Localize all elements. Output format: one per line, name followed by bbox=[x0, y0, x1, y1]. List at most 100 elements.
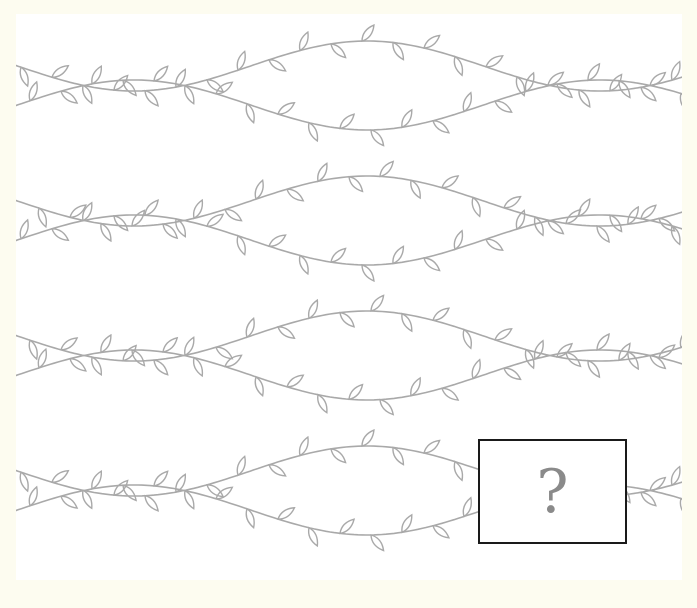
vine-stem bbox=[16, 175, 682, 227]
leaf-icon bbox=[423, 34, 441, 49]
leaf-icon bbox=[51, 64, 70, 78]
leaf-icon bbox=[144, 89, 159, 107]
leaf-icon bbox=[277, 506, 296, 520]
leaf-icon bbox=[370, 534, 385, 552]
leaf-icon bbox=[162, 336, 179, 353]
leaf-icon bbox=[392, 446, 405, 466]
leaf-icon bbox=[587, 359, 601, 379]
leaf-icon bbox=[503, 367, 522, 381]
leaf-icon bbox=[379, 160, 395, 178]
leaf-icon bbox=[245, 507, 255, 529]
leaf-icon bbox=[679, 92, 682, 114]
leaf-icon bbox=[254, 375, 264, 398]
leaf-icon bbox=[339, 518, 356, 535]
leaf-icon bbox=[609, 73, 623, 92]
leaf-icon bbox=[494, 328, 513, 341]
leaf-icon bbox=[556, 342, 574, 358]
leaf-icon bbox=[339, 113, 356, 130]
leaf-icon bbox=[330, 448, 347, 464]
leaf-icon bbox=[37, 347, 48, 370]
leaf-icon bbox=[423, 257, 441, 272]
leaf-icon bbox=[618, 79, 631, 99]
question-mark: ? bbox=[536, 456, 569, 527]
leaf-icon bbox=[524, 348, 535, 370]
leaf-icon bbox=[330, 43, 347, 59]
leaf-icon bbox=[175, 473, 186, 494]
leaf-icon bbox=[236, 455, 246, 477]
leaf-icon bbox=[113, 74, 129, 91]
leaf-icon bbox=[162, 223, 179, 240]
leaf-icon bbox=[609, 214, 623, 233]
leaf-icon bbox=[91, 64, 102, 85]
leaf-icon bbox=[82, 201, 93, 222]
leaf-icon bbox=[215, 81, 234, 95]
leaf-icon bbox=[339, 311, 356, 328]
leaf-icon bbox=[453, 460, 464, 482]
leaf-icon bbox=[28, 80, 38, 102]
leaf-icon bbox=[28, 485, 38, 507]
vine-pattern-panel: ? bbox=[16, 14, 682, 580]
vine-stem bbox=[16, 214, 682, 266]
leaf-icon bbox=[19, 471, 29, 493]
leaf-icon bbox=[19, 218, 29, 240]
leaf-icon bbox=[432, 307, 451, 322]
leaf-icon bbox=[627, 205, 639, 226]
leaf-icon bbox=[307, 298, 319, 320]
leaf-icon bbox=[515, 209, 526, 231]
leaf-icon bbox=[153, 65, 169, 82]
leaf-icon bbox=[462, 496, 472, 518]
leaf-icon bbox=[224, 354, 243, 368]
leaf-icon bbox=[131, 349, 146, 367]
leaf-icon bbox=[596, 225, 610, 244]
leaf-icon bbox=[453, 55, 464, 77]
leaf-icon bbox=[596, 332, 610, 351]
leaf-icon bbox=[122, 79, 137, 97]
leaf-icon bbox=[131, 209, 146, 227]
leaf-icon bbox=[268, 59, 287, 72]
leaf-icon bbox=[441, 175, 460, 189]
leaf-icon bbox=[330, 247, 347, 263]
leaf-icon bbox=[51, 469, 70, 483]
leaf-icon bbox=[533, 215, 544, 237]
leaf-icon bbox=[658, 344, 676, 359]
leaf-icon bbox=[401, 513, 413, 534]
leaf-icon bbox=[215, 346, 234, 360]
leaf-icon bbox=[175, 68, 186, 89]
leaf-icon bbox=[670, 60, 681, 82]
leaf-icon bbox=[298, 254, 309, 276]
leaf-icon bbox=[268, 464, 287, 477]
vine-strand bbox=[16, 23, 682, 109]
leaf-icon bbox=[100, 222, 112, 243]
leaf-icon bbox=[144, 494, 159, 512]
leaf-icon bbox=[51, 228, 70, 242]
leaf-icon bbox=[298, 435, 309, 457]
leaf-icon bbox=[515, 75, 526, 97]
leaf-icon bbox=[277, 326, 296, 340]
leaf-icon bbox=[113, 479, 129, 496]
leaf-icon bbox=[392, 41, 405, 61]
leaf-icon bbox=[370, 294, 385, 312]
leaf-icon bbox=[410, 376, 421, 397]
leaf-icon bbox=[236, 50, 246, 72]
leaf-icon bbox=[432, 119, 451, 134]
leaf-icon bbox=[432, 524, 451, 539]
leaf-icon bbox=[184, 336, 195, 357]
leaf-icon bbox=[153, 359, 169, 376]
leaf-icon bbox=[122, 484, 137, 502]
leaf-icon bbox=[485, 238, 504, 251]
leaf-icon bbox=[69, 204, 87, 219]
leaf-icon bbox=[679, 327, 682, 349]
leaf-icon bbox=[361, 23, 375, 43]
leaf-icon bbox=[348, 175, 364, 193]
missing-piece-box[interactable]: ? bbox=[478, 439, 627, 544]
leaf-icon bbox=[361, 263, 375, 283]
leaf-icon bbox=[91, 356, 102, 377]
vine-strand bbox=[16, 197, 682, 283]
leaf-icon bbox=[91, 469, 102, 490]
leaf-icon bbox=[423, 439, 441, 454]
leaf-icon bbox=[462, 328, 472, 350]
leaf-icon bbox=[524, 71, 535, 93]
leaf-icon bbox=[401, 108, 413, 129]
leaf-icon bbox=[679, 497, 682, 519]
